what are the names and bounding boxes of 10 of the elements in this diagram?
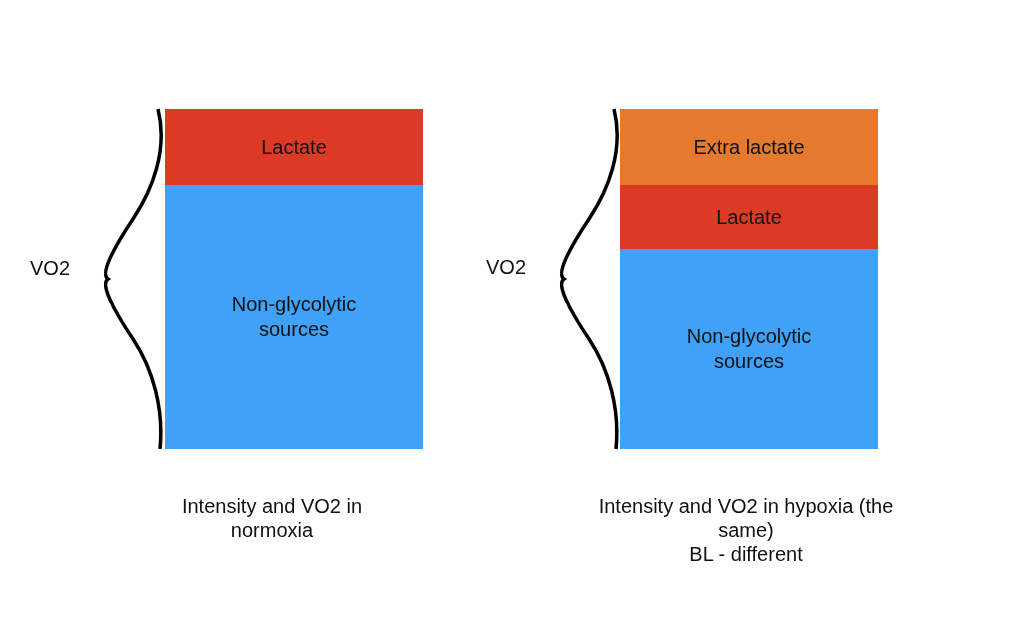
caption: Intensity and VO2 in hypoxia (the same) [597,494,895,542]
energy-block: Non-glycolytic sources [620,249,878,449]
axis-label: VO2 [485,255,527,279]
caption: BL - different [688,542,804,566]
caption: Intensity and VO2 in normoxia [180,494,364,542]
axis-label: VO2 [29,256,71,280]
lactate-block: Lactate [620,185,878,249]
lactate-block: Lactate [165,109,423,185]
lactate-block: Extra lactate [620,109,878,185]
energy-block: Non-glycolytic sources [165,185,423,449]
